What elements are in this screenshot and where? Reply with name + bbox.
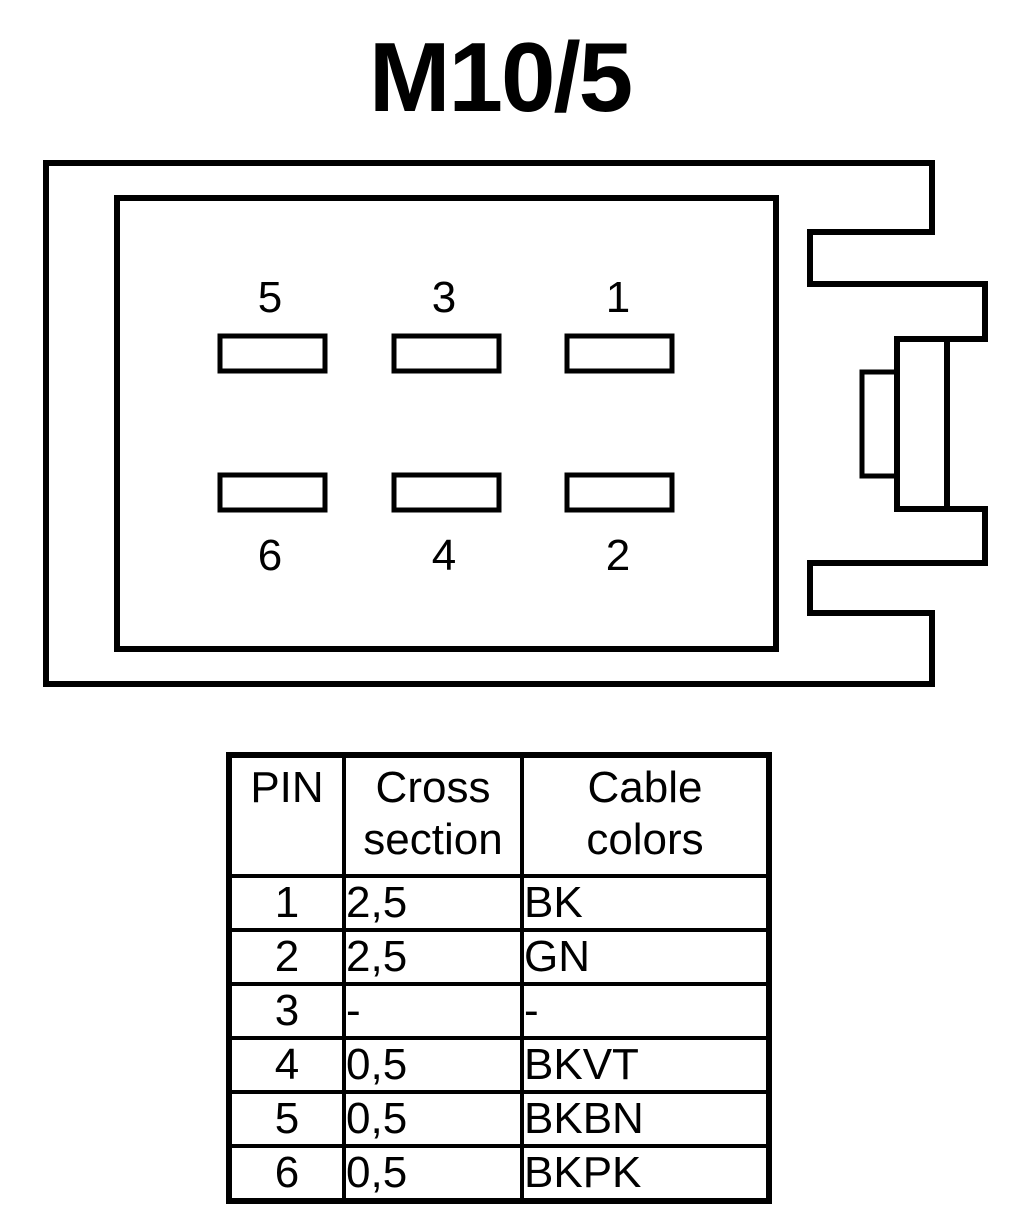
pin-label-3: 3 bbox=[432, 273, 456, 322]
table-row: 3 - - bbox=[227, 982, 771, 1040]
pin-label-5: 5 bbox=[258, 273, 282, 322]
connector-diagram: 5 3 1 6 4 2 bbox=[43, 160, 988, 687]
pin-contact-6 bbox=[217, 472, 328, 513]
pin-contact-5 bbox=[217, 333, 328, 374]
table-row: 6 0,5 BKPK bbox=[227, 1144, 771, 1203]
cell-pin: 5 bbox=[227, 1090, 346, 1148]
pin-assignment-table: PIN Cross section Cable colors 1 2,5 BK … bbox=[226, 752, 772, 1204]
cell-cable-color: - bbox=[520, 982, 771, 1040]
cell-cable-color: BK bbox=[520, 874, 771, 932]
header-cross-line1: Cross bbox=[375, 763, 491, 812]
pin-label-2: 2 bbox=[606, 531, 630, 580]
pin-label-1: 1 bbox=[606, 273, 630, 322]
cell-pin: 1 bbox=[227, 874, 346, 932]
connector-title: M10/5 bbox=[368, 22, 633, 132]
pin-contact-4 bbox=[391, 472, 502, 513]
pin-contact-3 bbox=[391, 333, 502, 374]
table-row: 1 2,5 BK bbox=[227, 874, 771, 932]
cell-cable-color: BKPK bbox=[520, 1144, 771, 1203]
header-pin-label: PIN bbox=[250, 763, 324, 812]
header-pin: PIN bbox=[227, 753, 346, 878]
cell-cross-section: - bbox=[342, 982, 524, 1040]
pin-field-frame bbox=[114, 195, 779, 652]
connector-housing-outline bbox=[43, 160, 988, 687]
cell-cross-section: 0,5 bbox=[342, 1144, 524, 1203]
cell-cross-section: 2,5 bbox=[342, 928, 524, 986]
pin-label-6: 6 bbox=[258, 531, 282, 580]
cell-pin: 3 bbox=[227, 982, 346, 1040]
cell-cable-color: BKBN bbox=[520, 1090, 771, 1148]
table-row: 4 0,5 BKVT bbox=[227, 1036, 771, 1094]
cell-cross-section: 2,5 bbox=[342, 874, 524, 932]
cell-cross-section: 0,5 bbox=[342, 1036, 524, 1094]
cell-cable-color: BKVT bbox=[520, 1036, 771, 1094]
table-header-row: PIN Cross section Cable colors bbox=[227, 753, 771, 878]
cell-pin: 2 bbox=[227, 928, 346, 986]
cell-cable-color: GN bbox=[520, 928, 771, 986]
latch-tab bbox=[859, 369, 900, 479]
pin-contact-1 bbox=[564, 333, 675, 374]
cell-cross-section: 0,5 bbox=[342, 1090, 524, 1148]
header-cable-colors: Cable colors bbox=[520, 753, 771, 878]
table-row: 5 0,5 BKBN bbox=[227, 1090, 771, 1148]
cell-pin: 4 bbox=[227, 1036, 346, 1094]
header-color-line1: Cable bbox=[587, 763, 703, 812]
header-color-line2: colors bbox=[586, 815, 704, 864]
pin-label-4: 4 bbox=[432, 531, 456, 580]
pin-contact-2 bbox=[564, 472, 675, 513]
header-cross-section: Cross section bbox=[342, 753, 524, 878]
header-cross-line2: section bbox=[363, 815, 503, 864]
cell-pin: 6 bbox=[227, 1144, 346, 1203]
latch-plate bbox=[894, 336, 950, 512]
table-row: 2 2,5 GN bbox=[227, 928, 771, 986]
